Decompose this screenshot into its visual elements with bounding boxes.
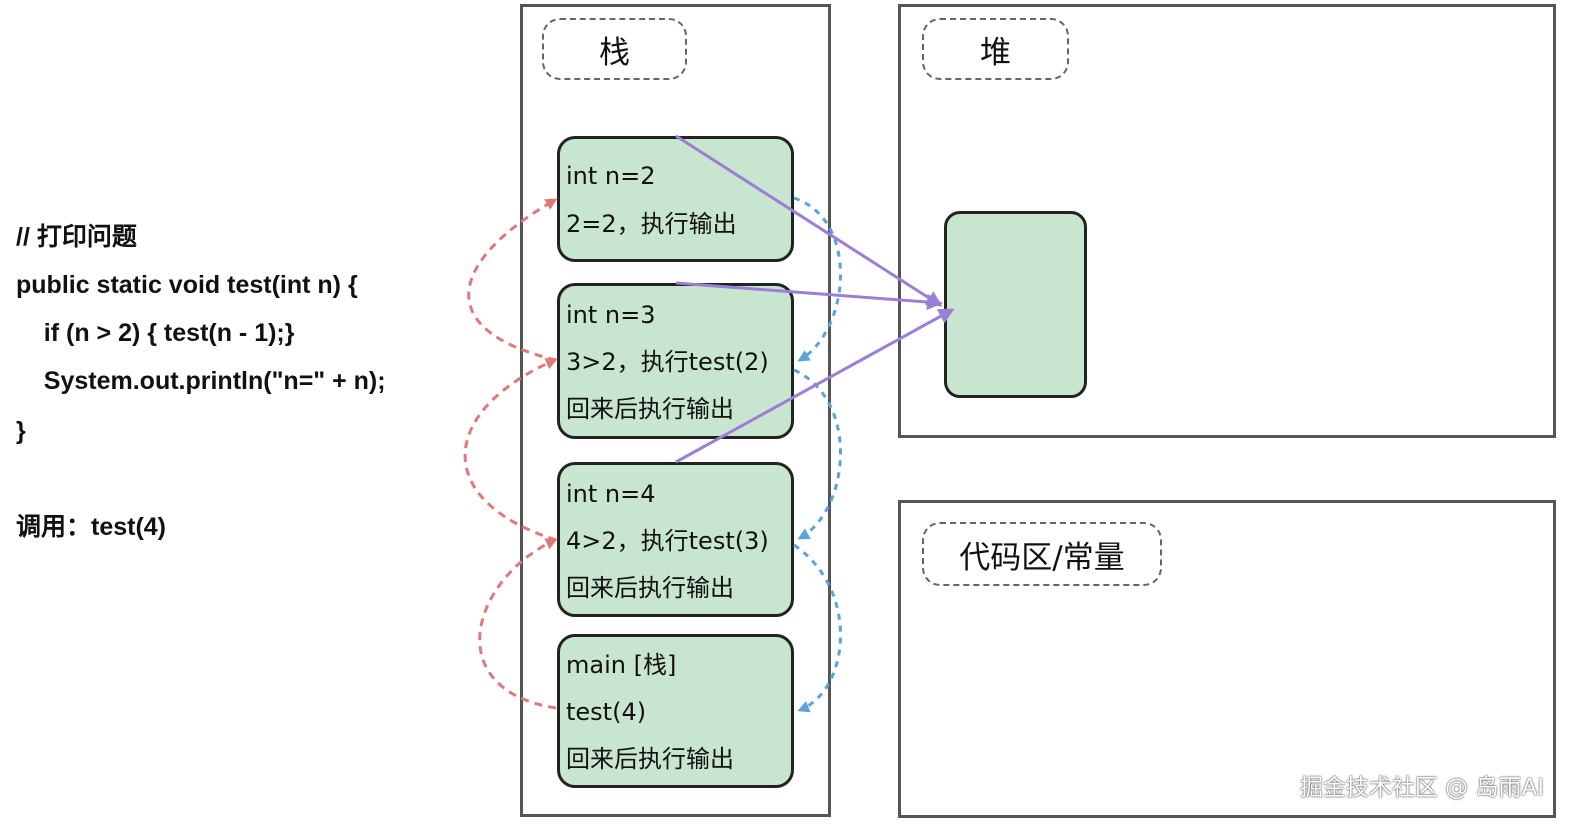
frame-line: 2=2，执行输出 [566,210,737,238]
code-signature: public static void test(int n) { [16,271,358,299]
watermark: 掘金技术社区 @ 岛雨AI [1299,775,1544,801]
heap-object [944,211,1087,398]
code-print-line: System.out.println("n=" + n); [16,367,386,395]
frame-line: 回来后执行输出 [566,574,734,602]
code-area-region [898,500,1556,818]
heap-label: 堆 [922,18,1069,80]
code-area-label: 代码区/常量 [922,522,1162,586]
frame-line: test(4) [566,698,647,726]
frame-line: 回来后执行输出 [566,745,734,773]
stack-label: 栈 [542,18,687,80]
stack-frame-n3: int n=3 3>2，执行test(2) 回来后执行输出 [557,283,794,439]
frame-line: main [栈] [566,651,677,679]
frame-line: 回来后执行输出 [566,395,734,423]
stack-frame-main: main [栈] test(4) 回来后执行输出 [557,634,794,788]
code-close-brace: } [16,417,26,445]
frame-line: 3>2，执行test(2) [566,348,769,376]
frame-line: int n=4 [566,480,656,508]
stack-frame-n2: int n=2 2=2，执行输出 [557,136,794,262]
frame-line: int n=3 [566,301,656,329]
frame-line: int n=2 [566,162,656,190]
stack-frame-n4: int n=4 4>2，执行test(3) 回来后执行输出 [557,462,794,617]
frame-line: 4>2，执行test(3) [566,527,769,555]
code-call-line: 调用：test(4) [16,513,167,541]
code-comment: // 打印问题 [16,223,137,251]
code-if-line: if (n > 2) { test(n - 1);} [16,319,295,347]
